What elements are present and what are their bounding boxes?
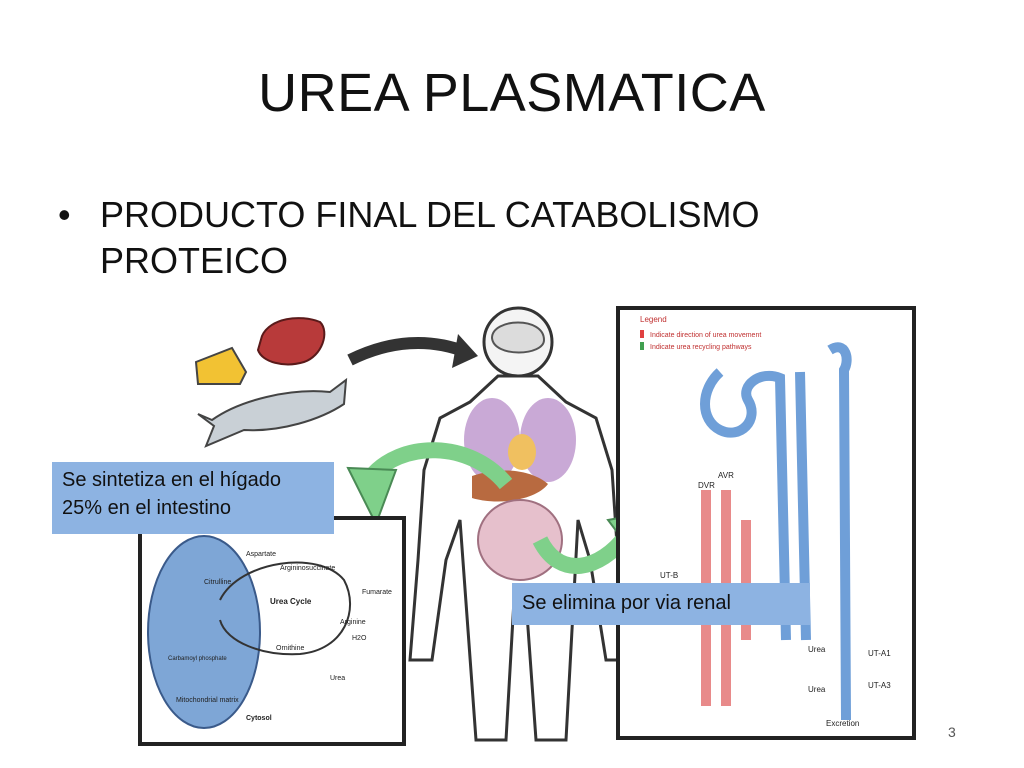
human-body-figure <box>408 306 628 742</box>
label-carbamoyl-phosphate: Carbamoyl phosphate <box>168 656 227 662</box>
label-excretion: Excretion <box>826 719 859 728</box>
label-dvr: DVR <box>698 481 715 490</box>
bullet-marker: • <box>58 194 71 235</box>
page-number: 3 <box>948 724 956 740</box>
label-urea-2: Urea <box>808 685 826 694</box>
label-argininosuccinate: Argininosuccinate <box>280 565 335 572</box>
cheese-icon <box>194 346 248 385</box>
panel-frame <box>616 306 916 740</box>
liver-arrow-head <box>346 466 398 527</box>
label-urea-cycle: Urea Cycle <box>270 597 312 606</box>
label-ut-b: UT-B <box>660 571 678 580</box>
legend-green-swatch <box>640 342 644 350</box>
label-fumarate: Fumarate <box>362 589 392 596</box>
fish-icon <box>197 377 348 448</box>
legend-red-text: Indicate direction of urea movement <box>650 332 761 339</box>
label-mitochondrial-matrix: Mitochondrial matrix <box>176 697 239 704</box>
label-urea: Urea <box>330 675 345 682</box>
bullet-item: • PRODUCTO FINAL DEL CATABOLISMO PROTEIC… <box>58 192 818 284</box>
legend-green-text: Indicate urea recycling pathways <box>650 344 752 351</box>
heart <box>508 434 536 470</box>
food-arrow-head <box>452 334 478 368</box>
label-ut-a1: UT-A1 <box>868 649 891 658</box>
intestines <box>477 499 563 581</box>
urea-cycle-panel: Aspartate Argininosuccinate Citrulline F… <box>138 516 406 746</box>
label-cytosol: Cytosol <box>246 715 272 722</box>
label-citrulline: Citrulline <box>204 579 231 586</box>
kidney-panel: Legend Indicate direction of urea moveme… <box>616 306 916 740</box>
legend-red-swatch <box>640 330 644 338</box>
urea-cycle-arrows <box>219 561 352 656</box>
callout-line-2: 25% en el intestino <box>62 497 232 519</box>
liver-to-urea-cycle-arrow <box>363 442 513 490</box>
food-to-brain-arrow <box>347 336 469 366</box>
liver-synthesis-callout: Se sintetiza en el hígado 25% en el inte… <box>52 462 334 534</box>
steak-icon <box>256 317 326 366</box>
label-arginine: Arginine <box>340 619 366 626</box>
renal-elimination-callout: Se elimina por via renal <box>512 583 810 625</box>
label-ut-a3: UT-A3 <box>868 681 891 690</box>
label-ornithine: Ornithine <box>276 645 305 652</box>
callout-line-1: Se sintetiza en el hígado <box>62 469 282 491</box>
label-avr: AVR <box>718 471 734 480</box>
food-icons <box>194 317 348 448</box>
brain-icon <box>490 321 546 354</box>
label-urea-1: Urea <box>808 645 826 654</box>
label-h2o: H2O <box>352 635 367 642</box>
bullet-text: PRODUCTO FINAL DEL CATABOLISMO PROTEICO <box>100 194 760 281</box>
label-aspartate: Aspartate <box>246 551 276 558</box>
slide-title: UREA PLASMATICA <box>258 63 766 123</box>
legend-title: Legend <box>640 315 667 324</box>
